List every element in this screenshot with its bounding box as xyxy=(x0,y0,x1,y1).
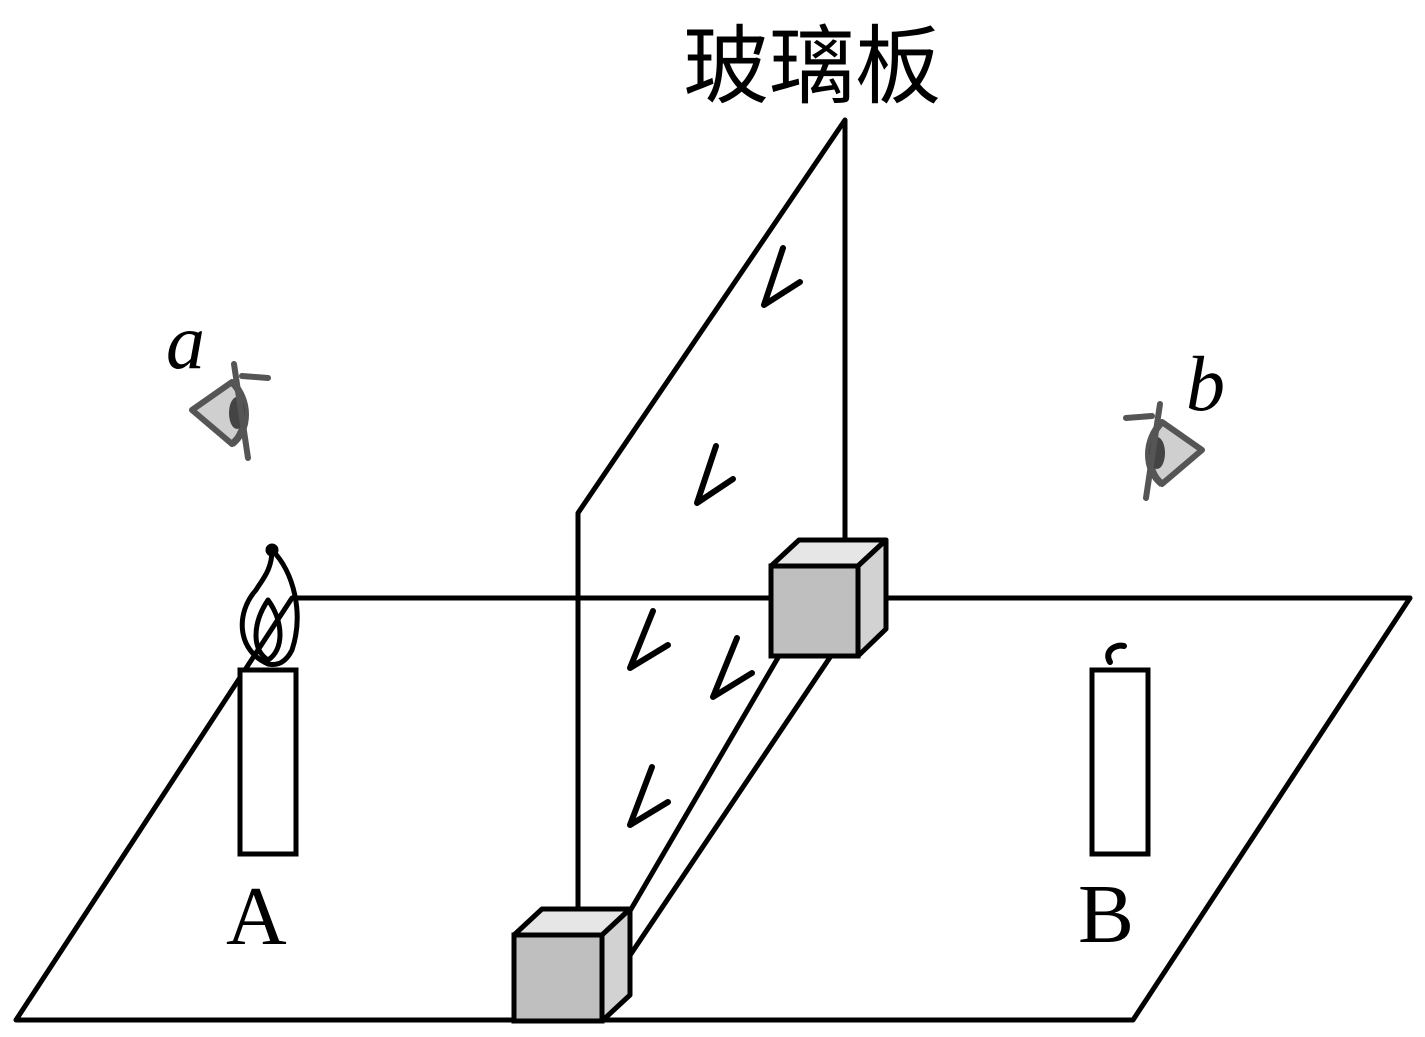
eye-icon xyxy=(189,361,271,461)
eye-a-label: a xyxy=(166,298,205,385)
glass-plate xyxy=(575,117,848,1003)
eye-b-label: b xyxy=(1186,340,1225,427)
candle-a xyxy=(237,543,300,857)
candle-b-wick xyxy=(1105,642,1127,665)
candle-a-label: A xyxy=(226,870,287,963)
candle-b xyxy=(1089,642,1151,857)
glass-plate-bottom-edge xyxy=(597,632,848,1003)
table-plane xyxy=(13,595,1413,1023)
glass-label: 玻璃板 xyxy=(683,17,941,117)
holder-block-bottom xyxy=(511,906,633,1024)
glass-reflection-marks xyxy=(627,245,803,828)
flame-icon xyxy=(239,543,300,667)
candle-b-label: B xyxy=(1078,868,1134,961)
eye-icon xyxy=(1123,401,1205,501)
holder-block-top xyxy=(768,537,889,659)
